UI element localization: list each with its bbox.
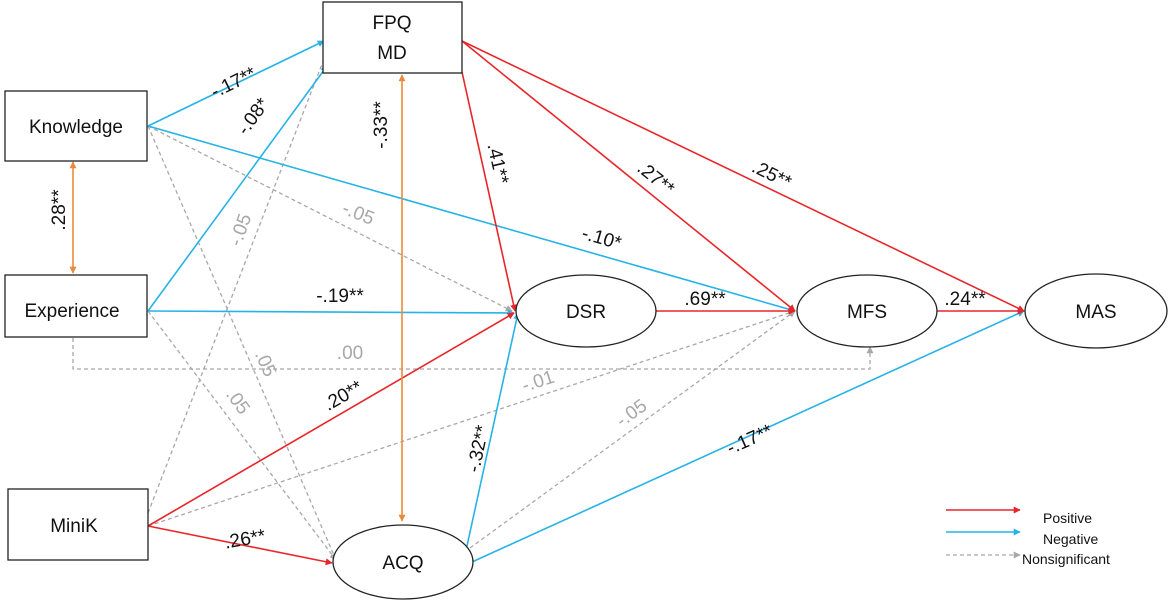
path-knowledge-dsr — [147, 125, 513, 312]
node-acq-label: ACQ — [382, 553, 423, 574]
node-fpq-line2: MD — [377, 43, 407, 64]
coef-mfs-mas: .24** — [944, 289, 986, 310]
path-fpq-mas — [461, 40, 1025, 312]
coef-acq-mas: -.17** — [724, 420, 777, 459]
path-minik-acq — [147, 525, 333, 566]
coef-knowledge-experience: .28** — [49, 189, 70, 231]
path-experience-fpq — [147, 65, 328, 312]
path-knowledge-fpq — [147, 40, 325, 127]
coef-knowledge-fpq: -.17** — [208, 63, 260, 103]
node-minik-label: MiniK — [50, 516, 98, 537]
node-experience: Experience — [4, 274, 148, 338]
path-acq-mas — [471, 310, 1025, 563]
legend-positive-label: Positive — [1043, 510, 1092, 526]
path-minik-mfs — [147, 309, 796, 527]
legend: Positive Negative Nonsignificant — [946, 506, 1110, 567]
coef-acq-mfs: -.05 — [612, 395, 651, 431]
path-minik-fpq — [147, 40, 332, 514]
legend-nonsignificant-label: Nonsignificant — [1022, 551, 1110, 567]
legend-negative-label: Negative — [1043, 531, 1098, 547]
node-fpq-line1: FPQ — [372, 13, 411, 34]
node-mas: MAS — [1024, 273, 1168, 349]
path-acq-dsr — [464, 312, 521, 556]
node-experience-label: Experience — [24, 301, 119, 322]
path-experience-dsr — [147, 309, 515, 317]
path-fpq-mfs — [461, 40, 796, 312]
path-fpq-dsr — [461, 71, 518, 312]
coef-dsr-mfs: .69** — [684, 289, 726, 310]
node-knowledge: Knowledge — [4, 90, 148, 162]
path-experience-mfs — [72, 338, 874, 370]
node-dsr-label: DSR — [566, 302, 606, 323]
path-experience-acq — [147, 310, 337, 561]
node-acq: ACQ — [332, 524, 474, 600]
coef-fpq-mas: .25** — [748, 157, 795, 194]
node-dsr: DSR — [515, 274, 657, 348]
coef-minik-mfs: -.01 — [519, 367, 557, 397]
path-knowledge-acq — [147, 125, 337, 561]
coef-experience-mfs: .00 — [337, 343, 363, 364]
node-mfs-label: MFS — [847, 302, 887, 323]
node-minik: MiniK — [7, 488, 149, 561]
coef-experience-fpq: -.08* — [233, 94, 274, 139]
coef-knowledge-acq: .05 — [250, 347, 280, 380]
node-mas-label: MAS — [1075, 302, 1116, 323]
coef-experience-dsr: -.19** — [316, 286, 364, 307]
node-knowledge-label: Knowledge — [29, 117, 123, 138]
coef-knowledge-mfs: -.10* — [579, 223, 624, 254]
coef-minik-dsr: .20** — [320, 377, 367, 416]
path-minik-dsr — [147, 312, 515, 527]
node-fpq-md: FPQ MD — [322, 1, 463, 74]
coef-fpq-dsr: .41** — [482, 141, 512, 186]
node-mfs: MFS — [796, 274, 938, 348]
path-knowledge-mfs — [147, 125, 796, 313]
coef-acq-dsr: -.32** — [463, 423, 494, 474]
coef-fpq-mfs: .27** — [633, 158, 679, 201]
coef-fpq-acq: -.33** — [371, 101, 392, 149]
coef-minik-fpq: -.05 — [225, 211, 256, 249]
coef-knowledge-dsr: -.05 — [339, 198, 377, 230]
